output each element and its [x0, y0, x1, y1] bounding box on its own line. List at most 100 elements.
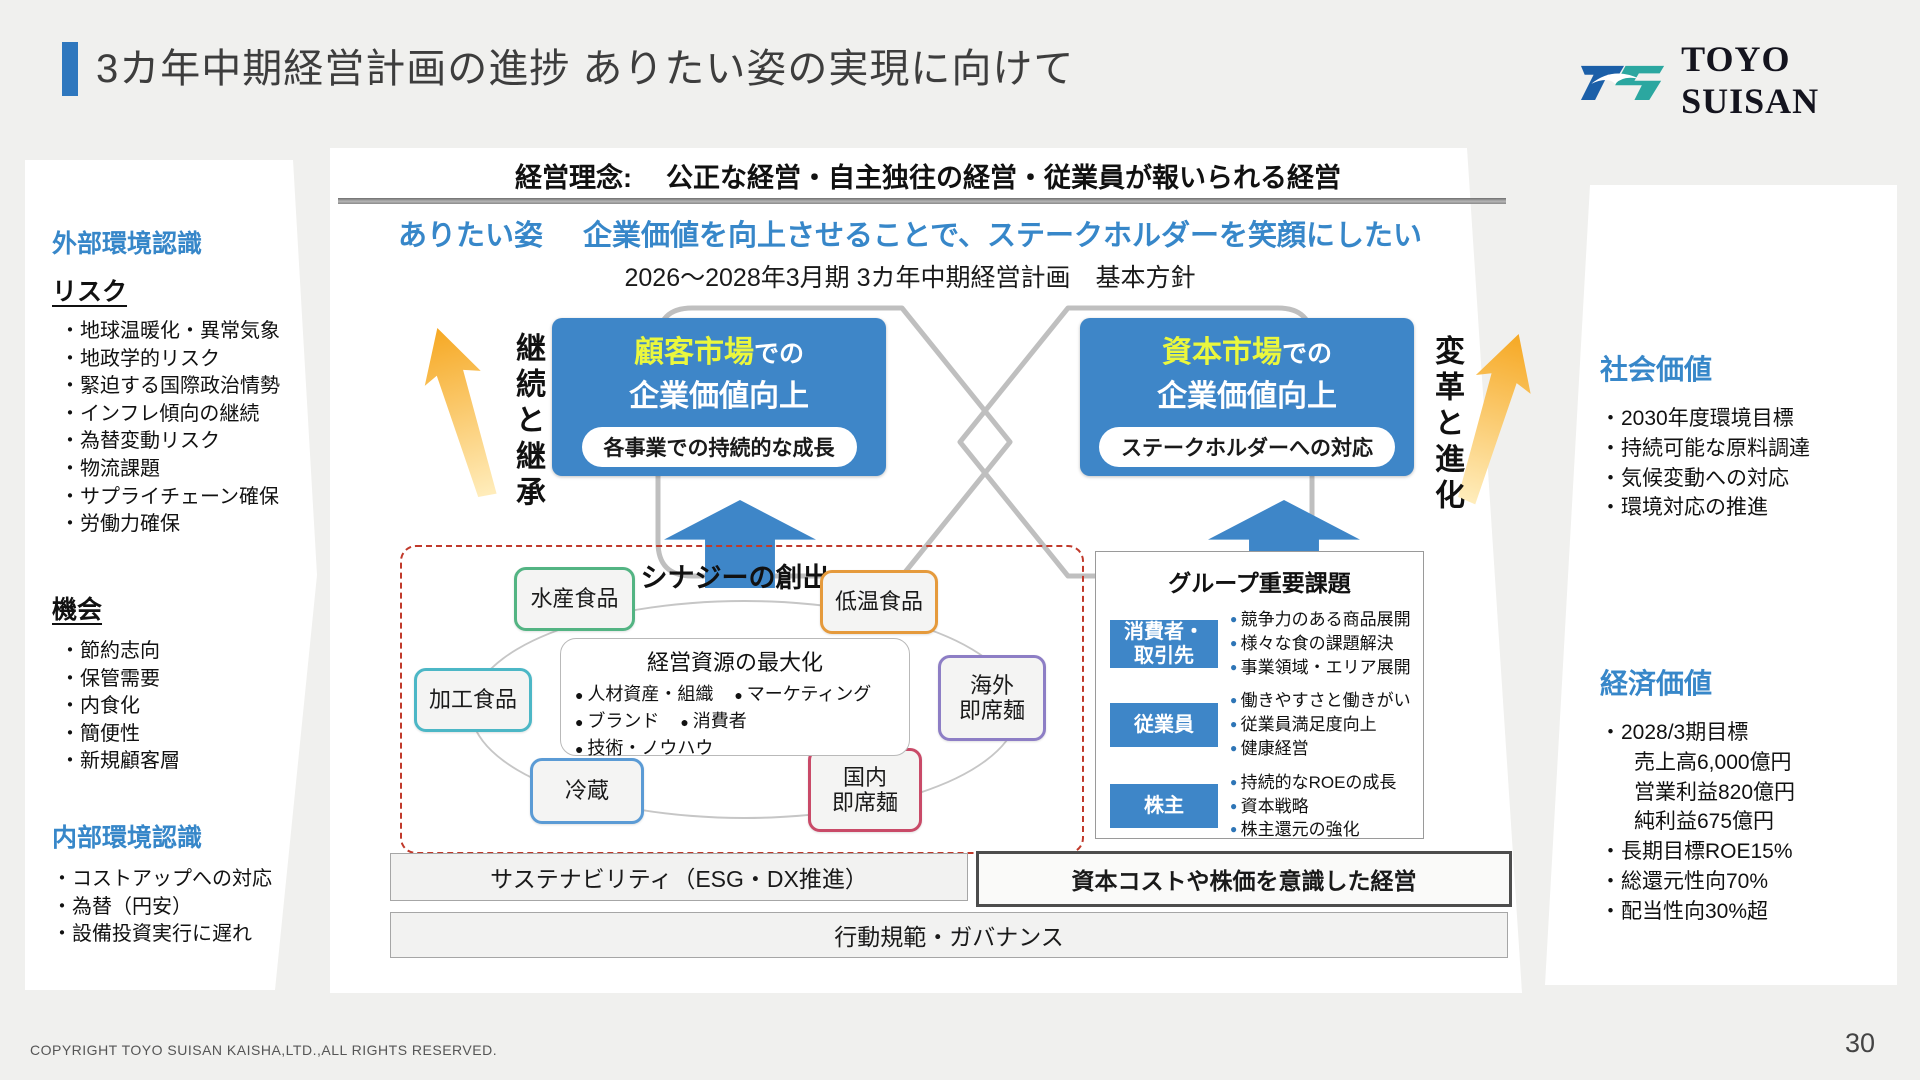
issue-item: 株主還元の強化 — [1230, 818, 1396, 842]
resource-item: マーケティング — [734, 684, 871, 704]
management-resources-row1: 人材資産・組織 マーケティング — [575, 681, 895, 708]
opportunity-item: ・内食化 — [60, 695, 140, 718]
social-item: ・環境対応の推進 — [1600, 496, 1768, 520]
company-logo: TOYO SUISAN — [1578, 38, 1920, 122]
opportunity-item: ・保管需要 — [60, 667, 160, 690]
segment-cold-storage: 冷蔵 — [530, 758, 644, 824]
logo-wordmark: TOYO SUISAN — [1681, 39, 1820, 121]
risk-item: ・労働力確保 — [60, 513, 180, 536]
issue-item: 資本戦略 — [1230, 795, 1396, 819]
internal-item: ・為替（円安） — [52, 895, 192, 918]
capital-market-line1: 資本市場での — [1162, 327, 1332, 371]
economic-target-item: 売上高6,000億円 — [1634, 750, 1792, 774]
capital-market-highlight: 資本市場 — [1161, 336, 1282, 369]
capital-market-suffix: での — [1281, 340, 1332, 368]
group-issues-title: グループ重要課題 — [1168, 570, 1351, 596]
issue-item: 競争力のある商品展開 — [1230, 608, 1411, 632]
opportunity-item: ・節約志向 — [60, 640, 160, 662]
copyright-text: COPYRIGHT TOYO SUISAN KAISHA,LTD.,ALL RI… — [30, 1042, 498, 1058]
segment-chilled-foods: 低温食品 — [820, 570, 938, 634]
economic-item: ・総還元性向70% — [1600, 870, 1769, 894]
economic-target-label: ・2028/3期目標 — [1600, 721, 1749, 744]
resource-item: ブランド — [575, 711, 659, 731]
customer-market-line2: 企業価値向上 — [629, 380, 809, 413]
capital-market-box: 資本市場での 企業価値向上 ステークホルダーへの対応 — [1080, 318, 1414, 476]
segment-fishery-foods: 水産食品 — [514, 567, 635, 631]
vision-text: 企業価値を向上させることで、ステークホルダーを笑顔にしたい — [583, 220, 1422, 252]
social-item: ・持続可能な原料調達 — [1600, 436, 1810, 460]
management-resources-box: 経営資源の最大化 人材資産・組織 マーケティング ブランド 消費者 技術・ノウハ… — [560, 638, 910, 758]
issue-item: 健康経営 — [1230, 737, 1411, 761]
segment-domestic-noodles: 国内 即席麺 — [808, 748, 922, 832]
issue-item: 従業員満足度向上 — [1230, 713, 1411, 737]
left-axis-label: 継続と継承 — [511, 332, 544, 512]
toyo-suisan-mark-icon — [1580, 65, 1665, 101]
right-axis-label: 変革と進化 — [1430, 335, 1463, 515]
issue-items-consumers: 競争力のある商品展開 様々な食の課題解決 事業領域・エリア展開 — [1230, 608, 1411, 679]
management-resources-row2: ブランド 消費者 技術・ノウハウ — [575, 708, 895, 762]
economic-value-heading: 経済価値 — [1600, 668, 1713, 699]
segment-overseas-noodles: 海外 即席麺 — [938, 655, 1046, 741]
resource-item: 技術・ノウハウ — [575, 738, 713, 758]
risk-item: ・緊迫する国際政治情勢 — [60, 375, 280, 398]
risk-item: ・地政学的リスク — [60, 347, 220, 370]
risk-item: ・インフレ傾向の継続 — [60, 402, 260, 425]
title-accent-bar — [62, 42, 78, 96]
page-number: 30 — [1845, 1028, 1876, 1058]
vision-statement: ありたい姿企業価値を向上させることで、ステークホルダーを笑顔にしたい — [360, 212, 1460, 254]
resource-item: 人材資産・組織 — [575, 684, 713, 704]
opportunity-list: ・節約志向 ・保管需要 ・内食化 ・簡便性 ・新規顧客層 — [52, 638, 310, 776]
issue-item: 働きやすさと働きがい — [1230, 689, 1411, 713]
customer-market-pill: 各事業での持続的な成長 — [581, 427, 857, 467]
transformation-arrow-icon — [1458, 334, 1531, 505]
issue-item: 様々な食の課題解決 — [1230, 632, 1411, 656]
risk-item: ・物流課題 — [60, 457, 160, 480]
economic-target-item: 営業利益820億円 — [1634, 780, 1796, 804]
issue-label-consumers: 消費者・ 取引先 — [1110, 619, 1218, 668]
issue-item: 事業領域・エリア展開 — [1230, 656, 1411, 680]
page-title: 3カ年中期経営計画の進捗 ありたい姿の実現に向けて — [96, 47, 1075, 91]
social-value-list: ・2030年度環境目標 ・持続可能な原料調達 ・気候変動への対応 ・環境対応の推… — [1600, 404, 1880, 523]
issue-label-shareholders: 株主 — [1110, 784, 1218, 829]
opportunity-item: ・新規顧客層 — [60, 750, 180, 773]
internal-list: ・コストアップへの対応 ・為替（円安） ・設備投資実行に遅れ — [44, 866, 314, 949]
opportunity-item: ・簡便性 — [60, 722, 140, 745]
issue-label-employees: 従業員 — [1110, 703, 1218, 748]
economic-item: ・配当性向30%超 — [1600, 899, 1769, 923]
opportunity-heading: 機会 — [52, 596, 103, 624]
risk-heading: リスク — [52, 278, 128, 306]
philosophy-text: 公正な経営・自主独往の経営・従業員が報いられる経営 — [666, 163, 1341, 193]
issue-row-employees: 従業員 働きやすさと働きがい 従業員満足度向上 健康経営 — [1110, 689, 1423, 760]
social-item: ・2030年度環境目標 — [1600, 407, 1794, 430]
issue-items-shareholders: 持続的なROEの成長 資本戦略 株主還元の強化 — [1230, 771, 1397, 842]
issue-item: 持続的なROEの成長 — [1230, 771, 1397, 795]
risk-item: ・為替変動リスク — [60, 430, 220, 453]
plan-subtitle: 2026～2028年3月期 3カ年中期経営計画 基本方針 — [624, 264, 1196, 292]
customer-market-line1: 顧客市場での — [634, 327, 804, 371]
issue-row-shareholders: 株主 持続的なROEの成長 資本戦略 株主還元の強化 — [1110, 771, 1423, 842]
internal-item: ・コストアップへの対応 — [52, 868, 272, 890]
economic-item: ・長期目標ROE15% — [1600, 840, 1793, 864]
left-environment-panel — [25, 160, 317, 990]
group-issues-box: グループ重要課題 消費者・ 取引先 競争力のある商品展開 様々な食の課題解決 事… — [1095, 551, 1424, 839]
risk-list: ・地球温暖化・異常気象 ・地政学的リスク ・緊迫する国際政治情勢 ・インフレ傾向… — [52, 318, 310, 539]
capital-market-pill: ステークホルダーへの対応 — [1099, 427, 1395, 467]
sustainability-bar: サステナビリティ（ESG・DX推進） — [390, 853, 968, 901]
right-value-panel — [1545, 185, 1897, 985]
risk-item: ・サプライチェーン確保 — [60, 485, 279, 508]
capital-cost-bar: 資本コストや株価を意識した経営 — [976, 851, 1512, 907]
customer-market-suffix: での — [753, 340, 804, 368]
resource-item: 消費者 — [680, 711, 746, 731]
capital-market-line2: 企業価値向上 — [1157, 380, 1337, 413]
economic-value-list: ・2028/3期目標 売上高6,000億円 営業利益820億円 純利益675億円… — [1600, 718, 1880, 927]
social-item: ・気候変動への対応 — [1600, 466, 1789, 490]
customer-market-box: 顧客市場での 企業価値向上 各事業での持続的な成長 — [552, 318, 886, 476]
segment-processed-foods: 加工食品 — [414, 668, 532, 732]
continuity-arrow-icon — [424, 328, 497, 498]
risk-item: ・地球温暖化・異常気象 — [60, 320, 280, 342]
management-resources-title: 経営資源の最大化 — [646, 650, 823, 675]
internal-environment-heading: 内部環境認識 — [52, 824, 203, 852]
synergy-title: シナジーの創出 — [640, 563, 830, 593]
economic-target-item: 純利益675億円 — [1634, 810, 1775, 834]
internal-item: ・設備投資実行に遅れ — [52, 923, 252, 946]
